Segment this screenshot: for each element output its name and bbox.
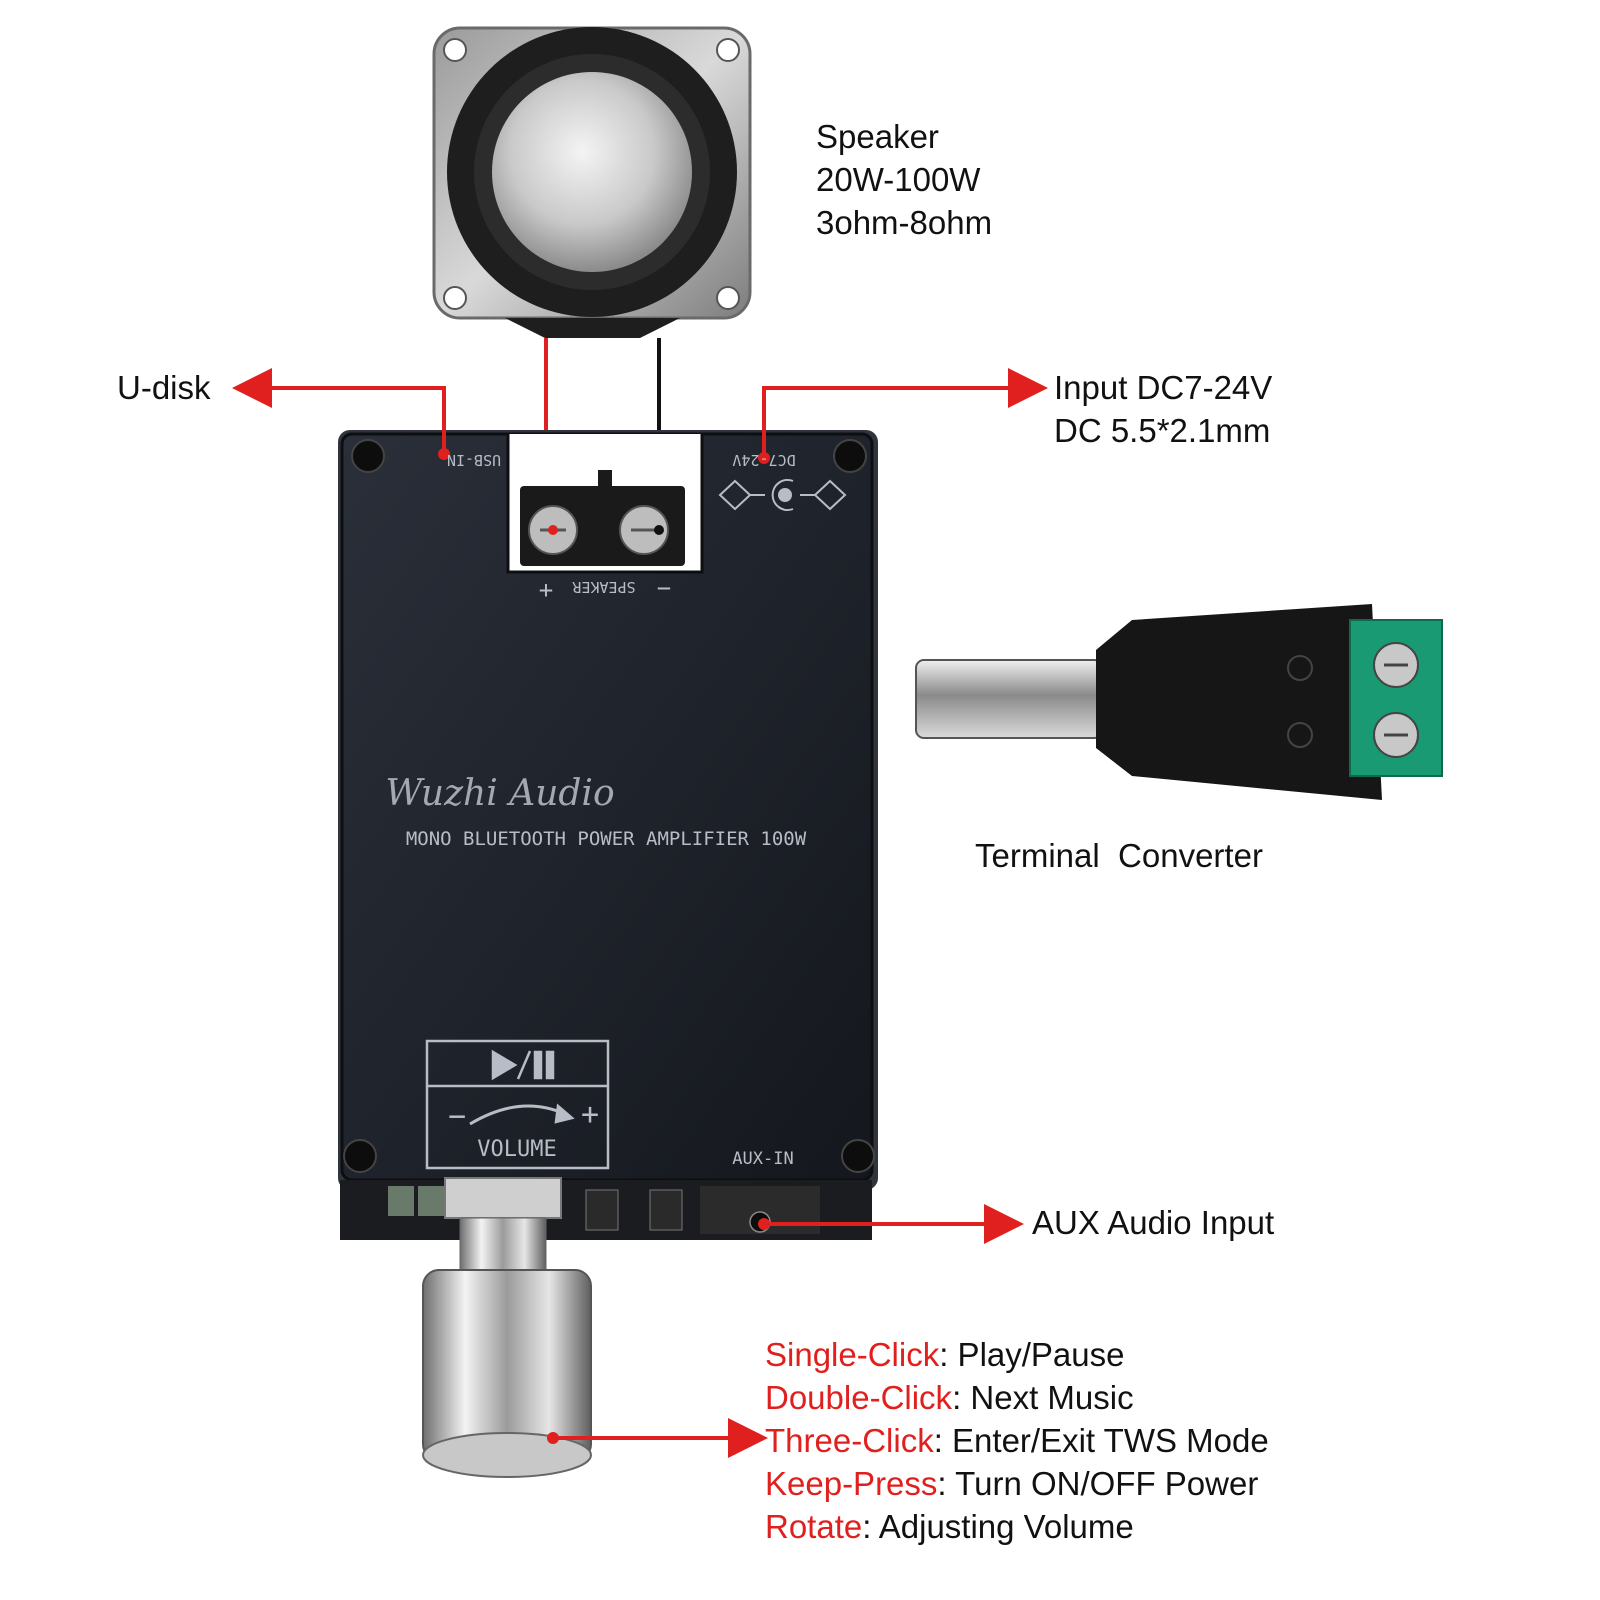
- knob-controls-list: Single-Click: Play/Pause Double-Click: N…: [765, 1333, 1269, 1548]
- speaker-label: SPEAKER: [571, 578, 635, 596]
- volume-label: VOLUME: [477, 1137, 556, 1162]
- control-action: Single-Click: [765, 1336, 940, 1373]
- volume-plus: +: [581, 1097, 599, 1132]
- dc-plug-body: [1096, 604, 1382, 800]
- input-dc-callout: Input DC7-24V DC 5.5*2.1mm: [1054, 366, 1272, 452]
- control-result: : Next Music: [952, 1379, 1134, 1416]
- dc-polarity-symbol: [718, 479, 847, 511]
- control-row: Three-Click: Enter/Exit TWS Mode: [765, 1419, 1269, 1462]
- model-label: MONO BLUETOOTH POWER AMPLIFIER 100W: [406, 828, 807, 850]
- control-row: Rotate: Adjusting Volume: [765, 1505, 1269, 1548]
- mount-hole: [716, 38, 740, 62]
- control-action: Double-Click: [765, 1379, 953, 1416]
- dc-jack-label: DC 5.5*2.1mm: [1054, 412, 1271, 449]
- chip-component: [649, 1189, 683, 1231]
- usb-label: USB-IN: [447, 451, 501, 469]
- u-disk-arrow: [232, 368, 446, 454]
- speaker-impedance: 3ohm-8ohm: [816, 204, 993, 241]
- terminal-converter-image: [915, 604, 1443, 800]
- led-component: [418, 1186, 444, 1216]
- board-screw: [841, 1139, 875, 1173]
- control-result: : Adjusting Volume: [862, 1508, 1134, 1545]
- knob-cap: [422, 1269, 592, 1461]
- speaker-spec: Speaker 20W-100W 3ohm-8ohm: [816, 115, 992, 244]
- terminal-converter-label: Terminal Converter: [975, 837, 1263, 874]
- control-row: Keep-Press: Turn ON/OFF Power: [765, 1462, 1269, 1505]
- volume-control-legend: [425, 1039, 610, 1170]
- input-dc-label: Input DC7-24V: [1054, 369, 1273, 406]
- speaker-title: Speaker: [816, 118, 939, 155]
- speaker-minus-label: −: [657, 574, 671, 602]
- brand-logo: Wuzhi Audio: [385, 773, 614, 814]
- volume-minus: −: [448, 1099, 466, 1134]
- speaker-power: 20W-100W: [816, 161, 981, 198]
- volume-knob: [422, 1177, 592, 1478]
- control-result: : Enter/Exit TWS Mode: [933, 1422, 1269, 1459]
- speaker-magnet: [505, 318, 680, 338]
- callout-arrows: [232, 368, 1048, 1458]
- knob-shaft: [459, 1217, 547, 1271]
- amplifier-board: [338, 430, 878, 1240]
- input-dc-arrow: [762, 368, 1048, 458]
- speaker-cone: [492, 72, 692, 272]
- control-row: Double-Click: Next Music: [765, 1376, 1269, 1419]
- u-disk-label: U-disk: [117, 369, 211, 406]
- knob-nut: [444, 1177, 562, 1219]
- control-result: : Turn ON/OFF Power: [937, 1465, 1259, 1502]
- control-row: Single-Click: Play/Pause: [765, 1333, 1269, 1376]
- control-action: Rotate: [765, 1508, 863, 1545]
- speaker-image: [432, 26, 752, 338]
- board-screw: [351, 439, 385, 473]
- control-result: : Play/Pause: [939, 1336, 1125, 1373]
- dc-label: DC7-24V: [732, 451, 795, 469]
- aux-audio-input-label: AUX Audio Input: [1032, 1204, 1275, 1241]
- control-action: Keep-Press: [765, 1465, 938, 1502]
- speaker-plus-label: +: [539, 576, 553, 604]
- mount-hole: [443, 286, 467, 310]
- control-action: Three-Click: [765, 1422, 934, 1459]
- board-screw: [833, 439, 867, 473]
- mount-hole: [443, 38, 467, 62]
- led-component: [388, 1186, 414, 1216]
- chip-component: [585, 1189, 619, 1231]
- mount-hole: [716, 286, 740, 310]
- board-screw: [343, 1139, 377, 1173]
- dc-plug-barrel: [915, 659, 1103, 739]
- aux-label: AUX-IN: [732, 1149, 793, 1169]
